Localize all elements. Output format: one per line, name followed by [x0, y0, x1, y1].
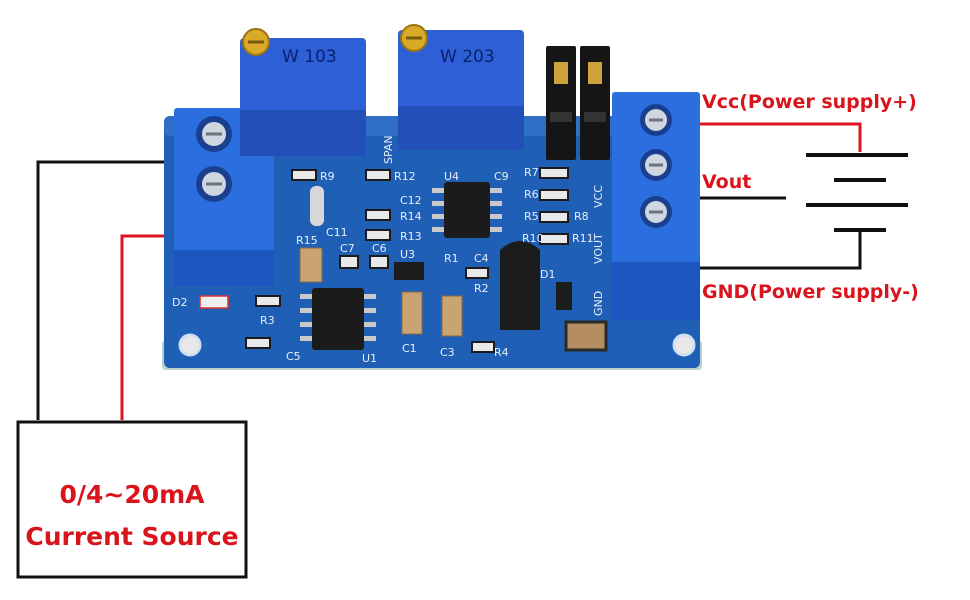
mount-hole [178, 333, 202, 357]
silk-u1: U1 [362, 352, 377, 365]
silk-c5: C5 [286, 350, 301, 363]
sot-u3 [394, 262, 424, 280]
silk-c4: C4 [474, 252, 489, 265]
source-red-wire [120, 234, 168, 420]
output-terminal-block [612, 92, 700, 320]
silk-r1: R1 [444, 252, 459, 265]
silk-r12: R12 [394, 170, 416, 183]
ic-u1 [300, 288, 376, 350]
silk-r8: R8 [574, 210, 589, 223]
silk-gnd: GND [592, 291, 605, 316]
mount-hole [672, 333, 696, 357]
vcc-red-wire [700, 122, 862, 152]
silk-r11: R11 [572, 232, 594, 245]
range-jumpers [546, 46, 610, 160]
silk-r15: R15 [296, 234, 318, 247]
vout-label: Vout [702, 171, 751, 193]
silk-u3: U3 [400, 248, 415, 261]
resistor-axial [310, 186, 324, 226]
diode-d1 [556, 282, 572, 310]
cap-tantalum [564, 320, 608, 352]
ic-u4 [432, 182, 502, 238]
silk-r9: R9 [320, 170, 335, 183]
silk-c1: C1 [402, 342, 417, 355]
led-d2 [199, 295, 229, 309]
silk-d2: D2 [172, 296, 187, 309]
silk-c11: C11 [326, 226, 348, 239]
current-source-line2: Current Source [25, 522, 238, 551]
silk-r14: R14 [400, 210, 422, 223]
gnd-black-wire [700, 230, 862, 270]
silk-vcc: VCC [592, 185, 605, 208]
silk-c6: C6 [372, 242, 387, 255]
silk-u4: U4 [444, 170, 459, 183]
zero-potentiometer: W 203 [398, 24, 524, 150]
silk-r2: R2 [474, 282, 489, 295]
silk-r3: R3 [260, 314, 275, 327]
cap-c7 [299, 247, 323, 283]
current-source-box [16, 420, 248, 579]
vcc-label: Vcc(Power supply+) [702, 91, 917, 113]
silk-r13: R13 [400, 230, 422, 243]
current-source-line1: 0/4~20mA [59, 480, 205, 509]
silk-d1: D1 [540, 268, 555, 281]
silk-r7: R7 [524, 166, 539, 179]
source-black-wire [36, 160, 168, 420]
span-potentiometer: W 103 [240, 28, 366, 156]
cap-c1 [401, 291, 423, 335]
pcb-module: W 103 W 203 [162, 24, 702, 370]
cap-c3 [441, 295, 463, 337]
silk-c12: C12 [400, 194, 422, 207]
silk-r5: R5 [524, 210, 539, 223]
pot-right-label: W 203 [440, 47, 495, 67]
silk-c9: C9 [494, 170, 509, 183]
silk-c7: C7 [340, 242, 355, 255]
pot-left-label: W 103 [282, 47, 337, 67]
silk-span: SPAN [382, 135, 395, 164]
smd-components [245, 167, 569, 353]
silk-vout: VOUT [592, 233, 605, 264]
silk-r10: R10 [522, 232, 544, 245]
silk-c3: C3 [440, 346, 455, 359]
silk-r4: R4 [494, 346, 509, 359]
battery-symbol [806, 153, 908, 232]
gnd-label: GND(Power supply-) [702, 281, 919, 303]
transistor [500, 241, 540, 330]
silk-r6: R6 [524, 188, 539, 201]
